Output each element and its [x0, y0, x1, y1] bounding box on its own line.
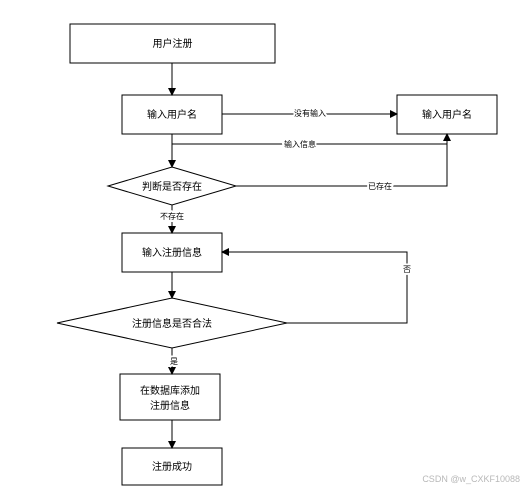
decision-check-info: 注册信息是否合法 — [56, 297, 288, 349]
svg-text:在数据库添加: 在数据库添加 — [140, 384, 200, 397]
node-input-info: 输入注册信息 — [121, 232, 223, 273]
svg-text:注册信息: 注册信息 — [150, 399, 190, 412]
node-input-username: 输入用户名 — [121, 94, 223, 135]
svg-text:注册信息是否合法: 注册信息是否合法 — [132, 317, 212, 330]
edge-input-info-return: 输入信息 — [168, 134, 448, 168]
svg-text:判断是否存在: 判断是否存在 — [142, 180, 202, 193]
svg-text:注册成功: 注册成功 — [152, 460, 192, 473]
watermark: CSDN @w_CXKF10088 — [422, 474, 520, 484]
svg-text:已存在: 已存在 — [368, 181, 392, 191]
edge-exists: 已存在 — [236, 133, 451, 193]
decision-check-username: 判断是否存在 — [106, 166, 238, 206]
svg-text:否: 否 — [403, 265, 411, 274]
node-input-username-retry: 输入用户名 — [396, 94, 498, 135]
edge-not-exists: 不存在 — [158, 205, 186, 234]
svg-text:用户注册: 用户注册 — [153, 37, 193, 50]
svg-text:没有输入: 没有输入 — [294, 108, 326, 118]
svg-text:输入用户名: 输入用户名 — [147, 108, 197, 121]
node-db-add: 在数据库添加 注册信息 — [119, 373, 221, 421]
edge-yes: 是 — [168, 348, 180, 375]
svg-text:不存在: 不存在 — [160, 211, 184, 221]
node-register: 用户注册 — [69, 23, 276, 64]
edge-no: 否 — [221, 248, 413, 324]
svg-text:输入用户名: 输入用户名 — [422, 108, 472, 121]
svg-text:输入注册信息: 输入注册信息 — [142, 246, 202, 259]
svg-text:是: 是 — [170, 357, 178, 366]
edge-no-input: 没有输入 — [222, 106, 398, 120]
svg-text:输入信息: 输入信息 — [284, 139, 316, 149]
node-success: 注册成功 — [121, 447, 223, 486]
